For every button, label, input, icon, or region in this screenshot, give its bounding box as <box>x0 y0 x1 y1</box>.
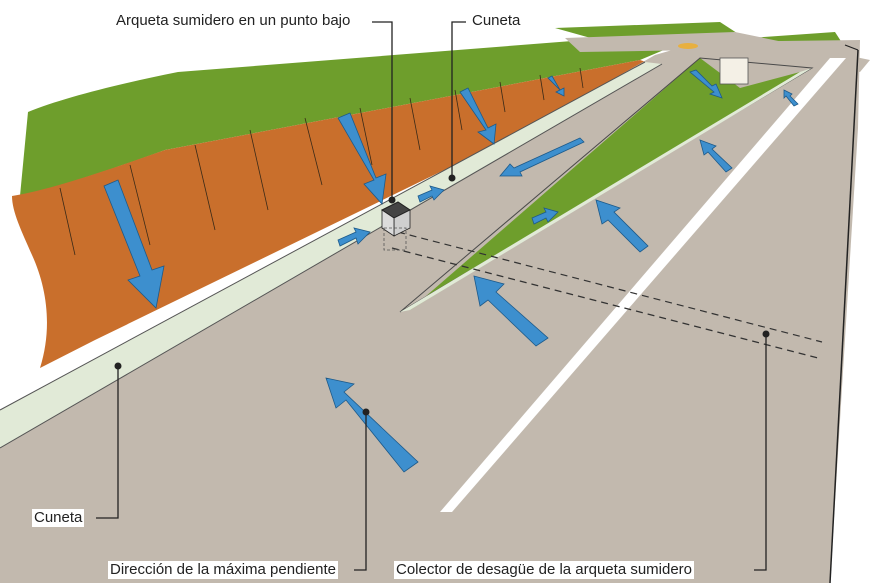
leader-lines <box>96 21 767 571</box>
arrow-slope-1 <box>103 179 165 309</box>
arrow-slope-3 <box>459 87 497 145</box>
leader-cuneta-bottom <box>96 368 119 519</box>
arrow-slope-2 <box>337 112 387 205</box>
grass-strip <box>20 40 678 196</box>
leader-cuneta-top <box>451 21 466 176</box>
median-island <box>410 58 800 310</box>
arrow-road-2 <box>473 275 549 347</box>
leader-direccion <box>354 414 367 571</box>
orange-cut-slope <box>12 60 658 368</box>
arrow-slope-4 <box>547 75 565 97</box>
median-shoulder <box>400 68 812 312</box>
arrow-road-4 <box>699 139 733 173</box>
leader-colector <box>754 334 767 571</box>
overpass-block <box>719 57 749 85</box>
label-arqueta: Arqueta sumidero en un punto bajo <box>114 12 353 30</box>
roundabout-marker <box>678 43 698 49</box>
cross-road <box>565 32 870 72</box>
arrow-road-5 <box>783 89 799 107</box>
leader-arqueta <box>372 21 393 200</box>
arrow-far-1 <box>689 69 723 99</box>
lane-line <box>440 58 846 512</box>
arrow-ditch-1 <box>337 227 371 247</box>
label-cuneta-bottom: Cuneta <box>32 509 85 527</box>
label-colector: Colector de desagüe de la arqueta sumide… <box>394 561 695 579</box>
slope-hatching <box>59 67 584 256</box>
collector-dashed-line <box>391 231 823 359</box>
arrow-road-1 <box>325 377 419 473</box>
arrow-median-1 <box>499 137 585 177</box>
arrow-median-2 <box>531 207 559 225</box>
slope-arrows <box>103 69 799 473</box>
storm-drain-box <box>381 201 411 251</box>
label-cuneta-top: Cuneta <box>470 12 523 30</box>
leader-dots <box>114 174 770 416</box>
road-surface <box>0 40 860 583</box>
arrow-road-3 <box>595 199 649 253</box>
label-direccion: Dirección de la máxima pendiente <box>108 561 338 579</box>
arrow-ditch-2 <box>417 185 445 203</box>
